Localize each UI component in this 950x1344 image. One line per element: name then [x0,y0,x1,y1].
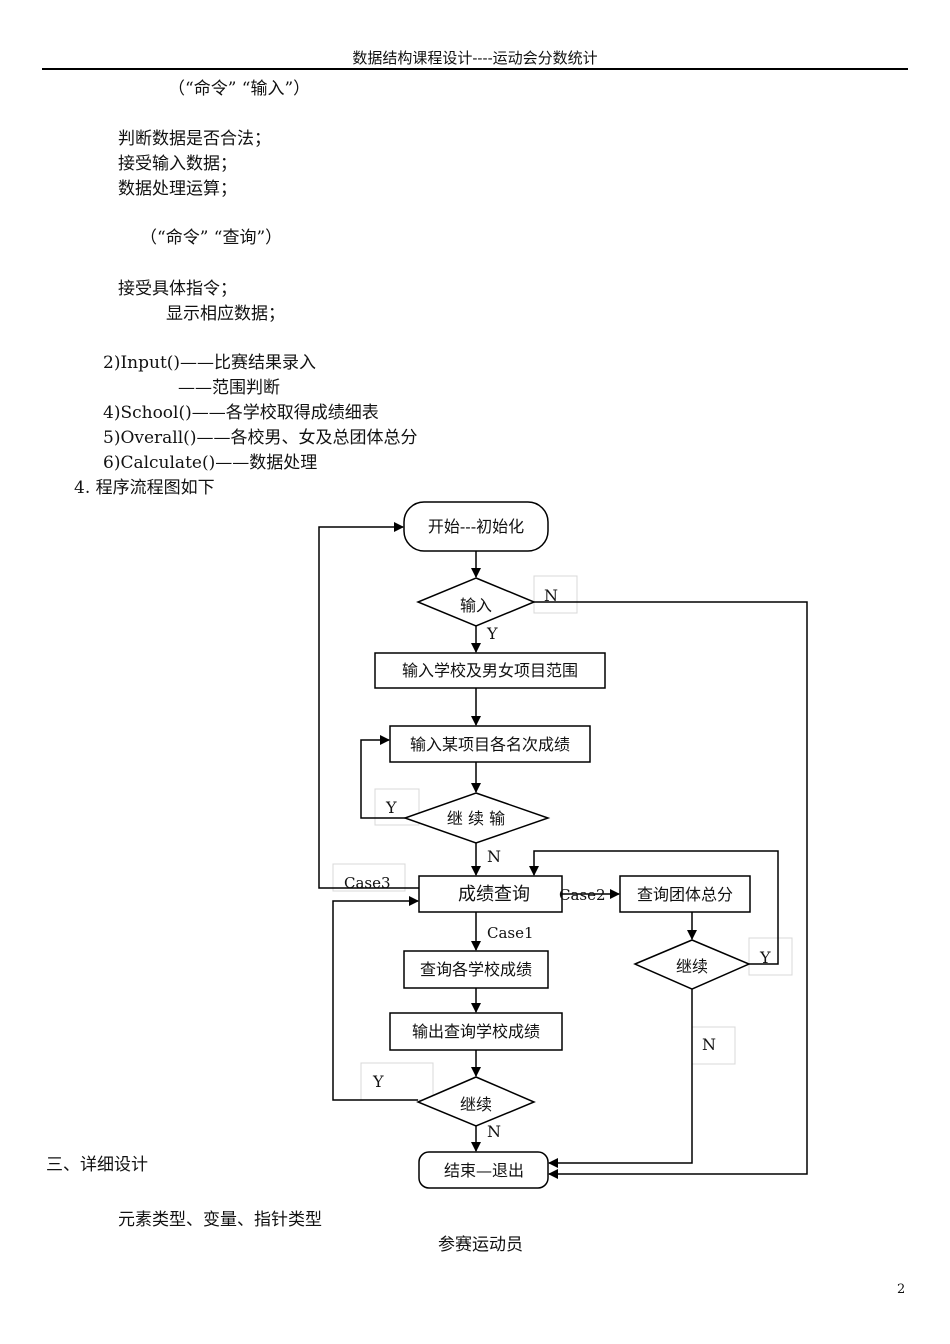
end-label: 结束—退出 [444,1161,524,1180]
function-line: 6)Calculate()——数据处理 [103,453,318,473]
section-3-heading: 三、详细设计 [46,1155,148,1175]
input-range-label: 输入学校及男女项目范围 [402,661,578,680]
input-decision-label: 输入 [460,596,492,615]
function-line: ——范围判断 [178,378,280,398]
continue-right-label: 继续 [676,957,708,976]
types-line: 元素类型、变量、指针类型 [118,1210,322,1230]
edge-label-n: N [487,1122,501,1141]
athlete-line: 参赛运动员 [438,1235,523,1255]
edge-label-case2: Case2 [559,886,606,904]
continue-input-label: 继 续 输 [447,809,505,828]
query-label: 成绩查询 [458,884,530,905]
edge-label-y: Y [385,798,397,817]
query-box [418,875,563,913]
text-line: 数据处理运算； [118,179,237,199]
page-number: 2 [897,1282,906,1297]
command-query-line: （“命令” “查询”） [140,228,283,248]
function-line: 4)School()——各学校取得成绩细表 [103,403,379,423]
edge-label-n: N [487,847,501,866]
command-input-line: （“命令” “输入”） [168,79,311,99]
continue-bottom-label: 继续 [460,1095,492,1114]
text-line: 判断数据是否合法； [118,129,271,149]
text-line: 显示相应数据； [166,304,285,324]
input-range-box [374,652,606,689]
team-total-label: 查询团体总分 [637,885,733,904]
section-heading: 4. 程序流程图如下 [74,478,215,498]
edge-label-y: Y [372,1072,384,1091]
school-scores-label: 查询各学校成绩 [420,960,532,979]
edge-label-y: Y [759,948,771,967]
edge-label-n: N [544,586,558,605]
text-line: 接受输入数据； [118,154,237,174]
edge-label-y: Y [486,624,498,643]
function-line: 5)Overall()——各校男、女及总团体总分 [103,428,418,448]
team-total-box [619,875,751,913]
input-scores-box [389,725,591,763]
edge-label-n: N [702,1035,716,1054]
output-scores-label: 输出查询学校成绩 [412,1022,540,1041]
header-rule [42,68,908,70]
edge-label-case1: Case1 [487,924,534,942]
output-scores-box [389,1012,563,1051]
page-header: 数据结构课程设计----运动会分数统计 [352,49,598,67]
input-scores-label: 输入某项目各名次成绩 [410,735,570,754]
function-line: 2)Input()——比赛结果录入 [103,353,317,373]
start-label: 开始---初始化 [428,517,524,536]
text-line: 接受具体指令； [118,279,237,299]
edge-label-case3: Case3 [344,874,391,892]
